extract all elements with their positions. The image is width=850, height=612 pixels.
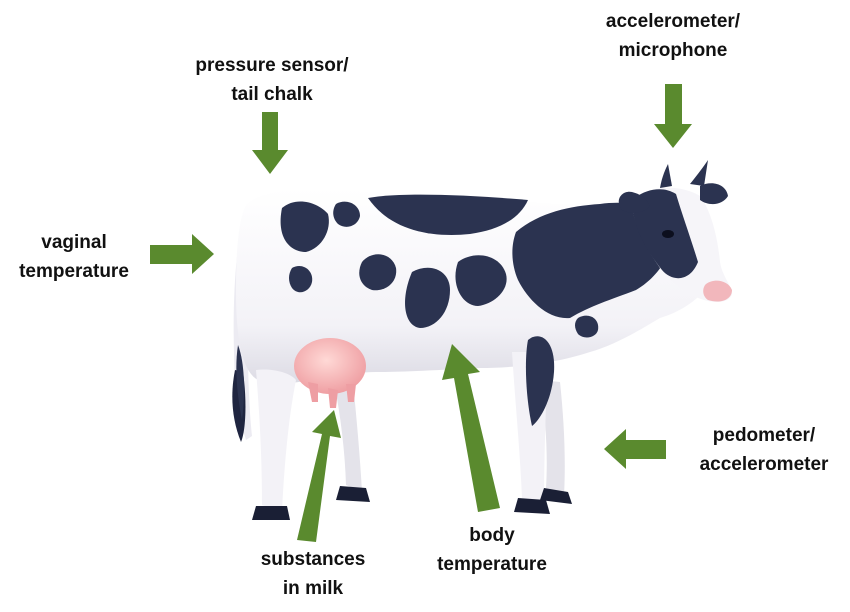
- cow-leg-near-hind: [256, 369, 296, 512]
- label-vaginal-temperature: vaginal temperature: [4, 228, 144, 286]
- label-line: in milk: [282, 578, 344, 599]
- label-line: vaginal: [41, 232, 107, 253]
- cow-spot: [289, 265, 313, 293]
- label-body-temperature: body temperature: [412, 521, 572, 579]
- arrow-substances-in-milk: [297, 410, 341, 542]
- label-line: substances: [260, 549, 366, 570]
- cow-nose: [703, 280, 732, 302]
- sensor-arrows: [150, 84, 692, 542]
- cow-teat: [308, 382, 318, 402]
- label-line: microphone: [618, 40, 728, 61]
- cow-hoof: [514, 498, 550, 514]
- arrow-pressure-sensor: [252, 112, 288, 174]
- label-pressure-sensor: pressure sensor/ tail chalk: [182, 51, 362, 109]
- label-line: temperature: [19, 261, 129, 282]
- label-line: body: [469, 525, 515, 546]
- cow-spot: [280, 201, 329, 252]
- cow-spot: [525, 336, 555, 426]
- arrow-pedometer: [604, 429, 666, 469]
- label-line: tail chalk: [231, 84, 313, 105]
- label-line: accelerometer: [699, 454, 829, 475]
- label-line: pressure sensor/: [195, 55, 349, 76]
- cow-teat: [328, 388, 338, 408]
- cow-horn: [690, 160, 708, 186]
- cow-horn: [660, 164, 672, 188]
- cow-spot: [512, 202, 673, 319]
- label-line: pedometer/: [712, 425, 816, 446]
- cow-spot: [575, 315, 599, 338]
- cow-ear: [618, 191, 650, 213]
- cow-ear: [700, 183, 728, 205]
- label-substances-in-milk: substances in milk: [233, 545, 393, 603]
- cow-spot: [333, 201, 360, 227]
- cow-udder: [294, 338, 366, 394]
- cow-spot: [455, 255, 507, 306]
- label-line: accelerometer/: [605, 11, 741, 32]
- arrow-accelerometer-microphone: [654, 84, 692, 148]
- cow-illustration: [232, 160, 732, 520]
- cow-teat: [346, 384, 356, 402]
- label-pedometer-accelerometer: pedometer/ accelerometer: [678, 421, 850, 479]
- arrow-body-temperature: [442, 344, 500, 512]
- cow-spot: [405, 267, 450, 328]
- arrow-vaginal-temperature: [150, 234, 214, 274]
- cow-hoof: [252, 506, 290, 520]
- cow-hoof: [540, 488, 572, 504]
- cow-leg-far-hind: [332, 372, 362, 492]
- label-accelerometer-microphone: accelerometer/ microphone: [588, 7, 758, 65]
- cow-spot: [236, 345, 245, 420]
- cow-hoof: [336, 486, 370, 502]
- cow-spot: [359, 254, 397, 291]
- cow-eye: [662, 230, 674, 238]
- cow-spot: [368, 194, 528, 235]
- cow-leg-far-front: [540, 380, 565, 496]
- label-line: temperature: [437, 554, 547, 575]
